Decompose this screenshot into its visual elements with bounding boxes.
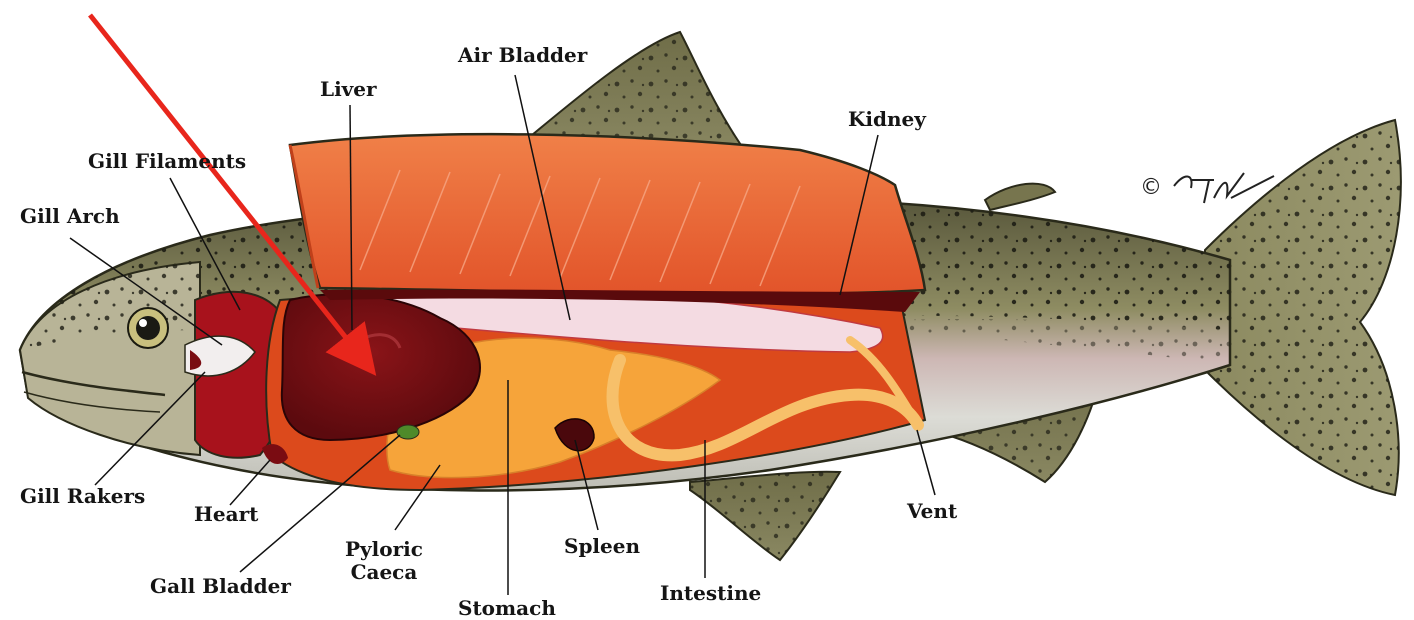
copyright-symbol: © (1140, 175, 1162, 200)
gall-bladder-organ (397, 425, 419, 439)
adipose-fin (985, 184, 1055, 210)
label-kidney: Kidney (848, 108, 926, 131)
signature-scribble (1169, 168, 1279, 208)
label-gill-filaments: Gill Filaments (88, 150, 246, 173)
label-heart: Heart (194, 503, 258, 526)
artist-signature: © (1140, 168, 1279, 208)
label-liver: Liver (320, 78, 377, 101)
label-vent: Vent (907, 500, 957, 523)
label-gall-bladder: Gall Bladder (150, 575, 291, 598)
flesh-flap (290, 134, 925, 294)
label-pyloric-line: Pyloric (345, 538, 423, 561)
label-spleen: Spleen (564, 535, 640, 558)
label-gill-arch: Gill Arch (20, 205, 120, 228)
label-intestine: Intestine (660, 582, 761, 605)
label-gill-rakers: Gill Rakers (20, 485, 145, 508)
label-caeca-line: Caeca (345, 561, 423, 584)
label-air-bladder: Air Bladder (458, 44, 587, 67)
label-pyloric-caeca: Pyloric Caeca (345, 538, 423, 584)
